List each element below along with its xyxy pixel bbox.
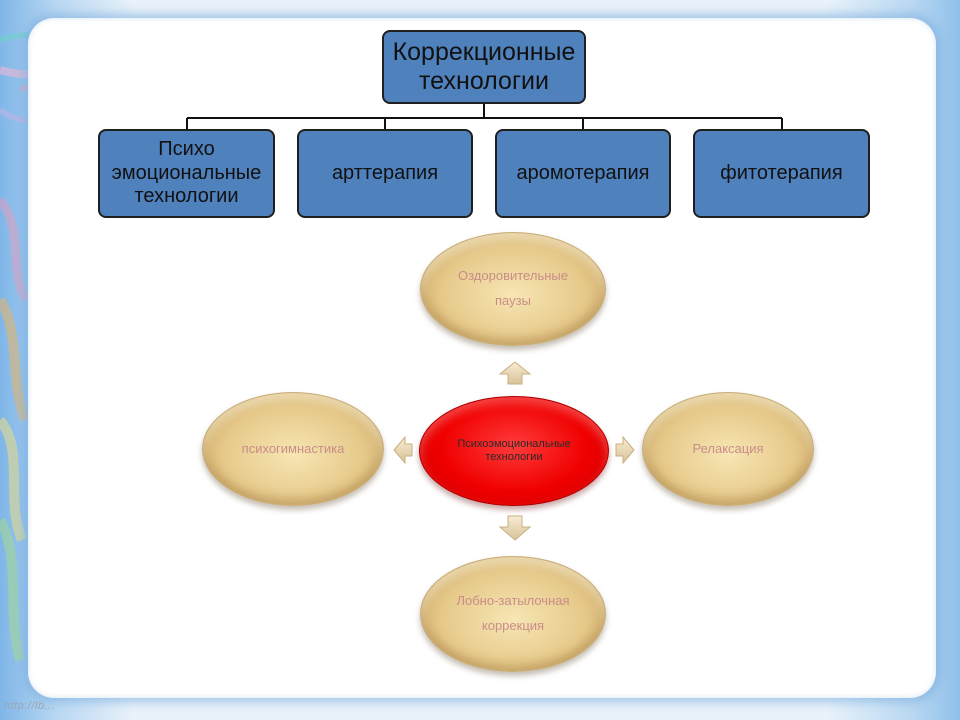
cycle-node-label: Релаксация bbox=[692, 440, 764, 456]
child-node-phyto-therapy: фитотерапия bbox=[693, 129, 870, 218]
cycle-node-label: Лобно-затылочная коррекция bbox=[456, 593, 570, 633]
arrow-right-icon bbox=[615, 435, 635, 465]
child-node-label: арттерапия bbox=[331, 161, 439, 184]
cycle-node-label: Оздоровительные паузы bbox=[458, 268, 568, 308]
cycle-node-bottom-fronto-occipital: Лобно-затылочная коррекция bbox=[420, 556, 606, 672]
cycle-node-label: психогимнастика bbox=[241, 440, 345, 456]
child-node-aroma-therapy: аромотерапия bbox=[495, 129, 671, 218]
arrow-down-icon bbox=[498, 515, 532, 541]
cycle-center-psycho-emotional: Психоэмоциональные технологии bbox=[419, 396, 609, 506]
child-node-label: Психо эмоциональные технологии bbox=[111, 138, 262, 208]
watermark-url: http://lb... bbox=[4, 700, 56, 712]
root-node-correction-technologies: Коррекционные технологии bbox=[382, 30, 586, 104]
cycle-node-left-psycho-gymnastics: психогимнастика bbox=[202, 392, 384, 506]
child-node-label: фитотерапия bbox=[720, 161, 843, 184]
cycle-node-top-health-pauses: Оздоровительные паузы bbox=[420, 232, 606, 346]
root-node-label: Коррекционные технологии bbox=[392, 37, 576, 96]
cycle-center-label: Психоэмоциональные технологии bbox=[457, 438, 571, 463]
child-node-art-therapy: арттерапия bbox=[297, 129, 473, 218]
arrow-left-icon bbox=[393, 435, 413, 465]
cycle-node-right-relaxation: Релаксация bbox=[642, 392, 814, 506]
arrow-up-icon bbox=[498, 361, 532, 385]
child-node-psycho-emotional: Психо эмоциональные технологии bbox=[98, 129, 275, 218]
child-node-label: аромотерапия bbox=[516, 161, 650, 184]
